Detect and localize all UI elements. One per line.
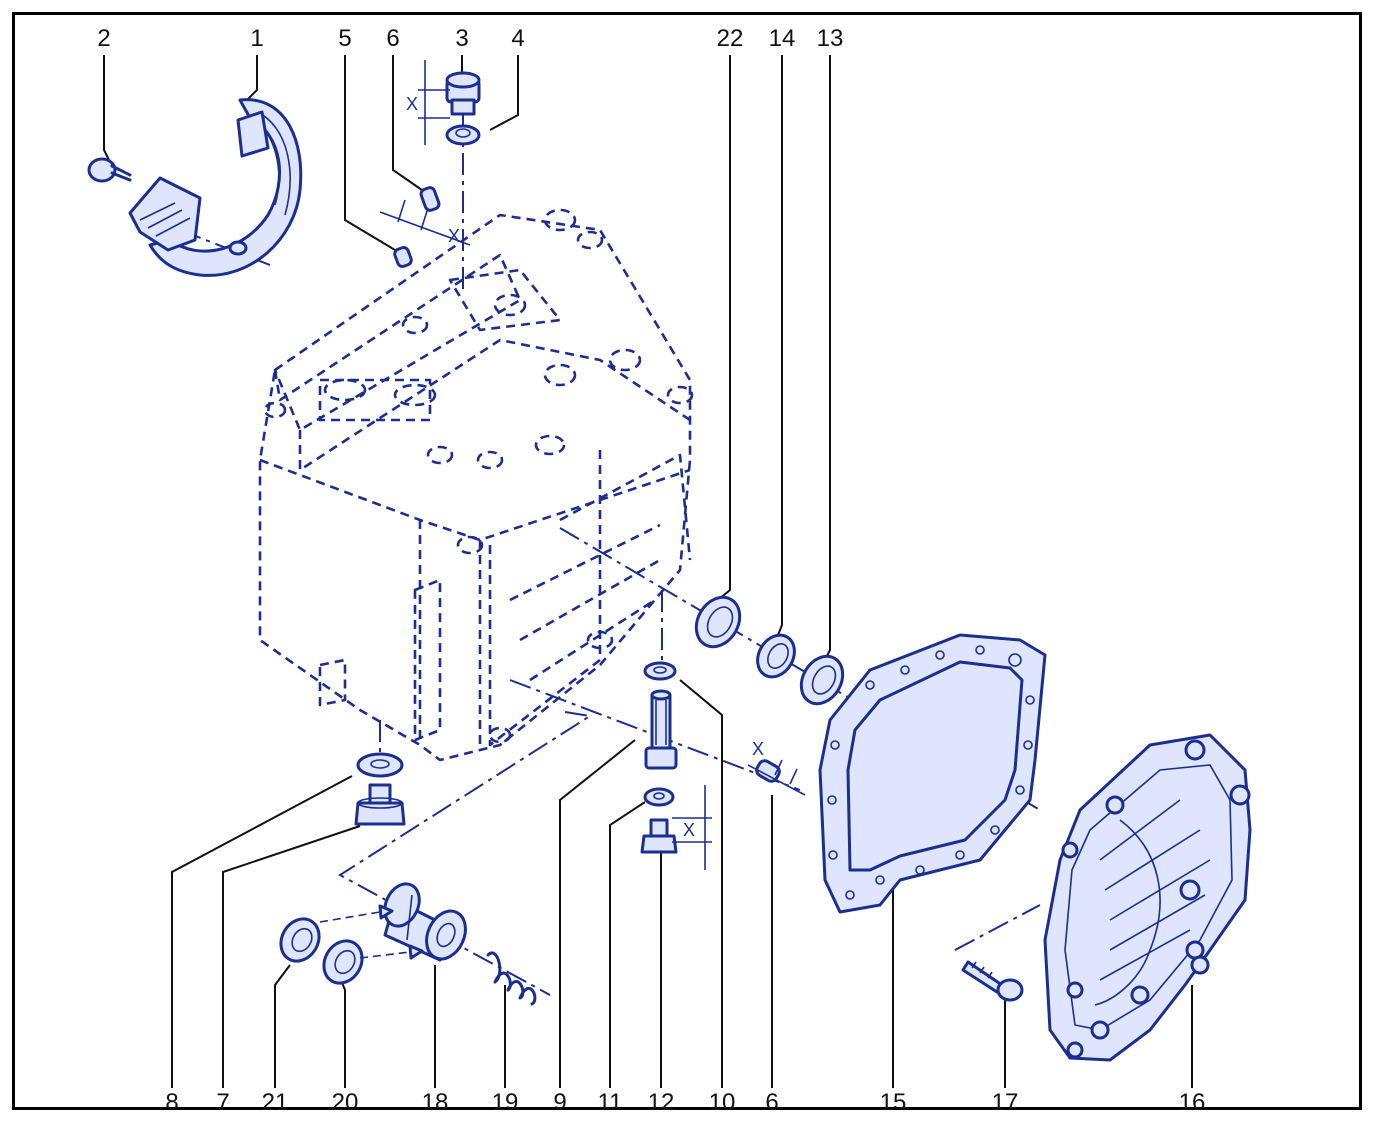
callout-12: 12 [648,1089,675,1116]
part-15-gasket [818,633,1047,914]
part-18-piston-sleeve [383,882,467,962]
part-6-dowel-bottom [755,759,781,783]
dimension-x-lower-dowel: X [747,739,806,796]
callout-2: 2 [97,25,110,52]
part-2-bolt [87,157,132,183]
gasket-bolt-holes [827,645,1035,900]
part-8-washer [356,752,404,778]
callout-20: 20 [332,1089,359,1116]
leader-lines [103,55,1193,1088]
callout-14: 14 [769,25,796,52]
assembly-arrows [319,904,424,960]
part-3-plug [445,71,481,116]
callout-17: 17 [992,1089,1019,1116]
part-12-plug [640,818,678,854]
callout-4: 4 [511,25,524,52]
callout-15: 15 [880,1089,907,1116]
part-7-drain-plug [354,783,406,826]
callout-22: 22 [717,25,744,52]
callout-7: 7 [216,1089,229,1116]
part-6-dowel-top [419,186,441,212]
dimension-label-x-lower: X [752,739,764,759]
part-13-circlip [799,654,845,706]
callout-labels-bottom: 8 7 21 20 18 19 9 11 12 10 6 15 17 16 [165,1089,1205,1116]
callout-16: 16 [1179,1089,1206,1116]
callout-labels-top: 2 1 5 6 3 4 22 14 13 [97,25,843,52]
part-22-circlip [694,595,742,649]
part-5-dowel [393,246,413,268]
callout-6-bottom: 6 [765,1089,778,1116]
callout-11: 11 [598,1089,623,1116]
callout-9: 9 [553,1089,566,1116]
callout-21: 21 [262,1089,289,1116]
callout-3: 3 [455,25,468,52]
callout-10: 10 [709,1089,736,1116]
gearbox-housing-phantom [258,208,694,762]
part-21-circlip [279,917,321,963]
dimension-label-x-dowel: X [448,226,460,246]
callout-8: 8 [165,1089,178,1116]
part-16-end-cover [1043,733,1252,1062]
callout-18: 18 [422,1089,449,1116]
dimension-label-x-top: X [406,94,418,114]
part-14-ring [756,633,796,679]
part-11-washer [643,787,675,807]
callout-13: 13 [817,25,844,52]
callout-19: 19 [492,1089,519,1116]
part-19-spring [486,951,537,1006]
dimension-label-x-plug: X [683,820,695,840]
callout-5: 5 [338,25,351,52]
part-17-bolt [961,960,1024,1002]
dimension-x-plug: X [672,785,712,870]
callout-1: 1 [250,25,263,52]
part-9-sensor-shaft [644,689,678,770]
part-1-shield-bracket [128,98,303,277]
callout-6-top: 6 [386,25,399,52]
part-4-washer [445,124,481,146]
part-20-circlip [322,939,364,985]
cover-bosses [1061,739,1251,1059]
part-10-washer [643,661,677,681]
dimension-x-dowel: X [379,199,471,246]
dimension-x-top: X [406,60,450,145]
